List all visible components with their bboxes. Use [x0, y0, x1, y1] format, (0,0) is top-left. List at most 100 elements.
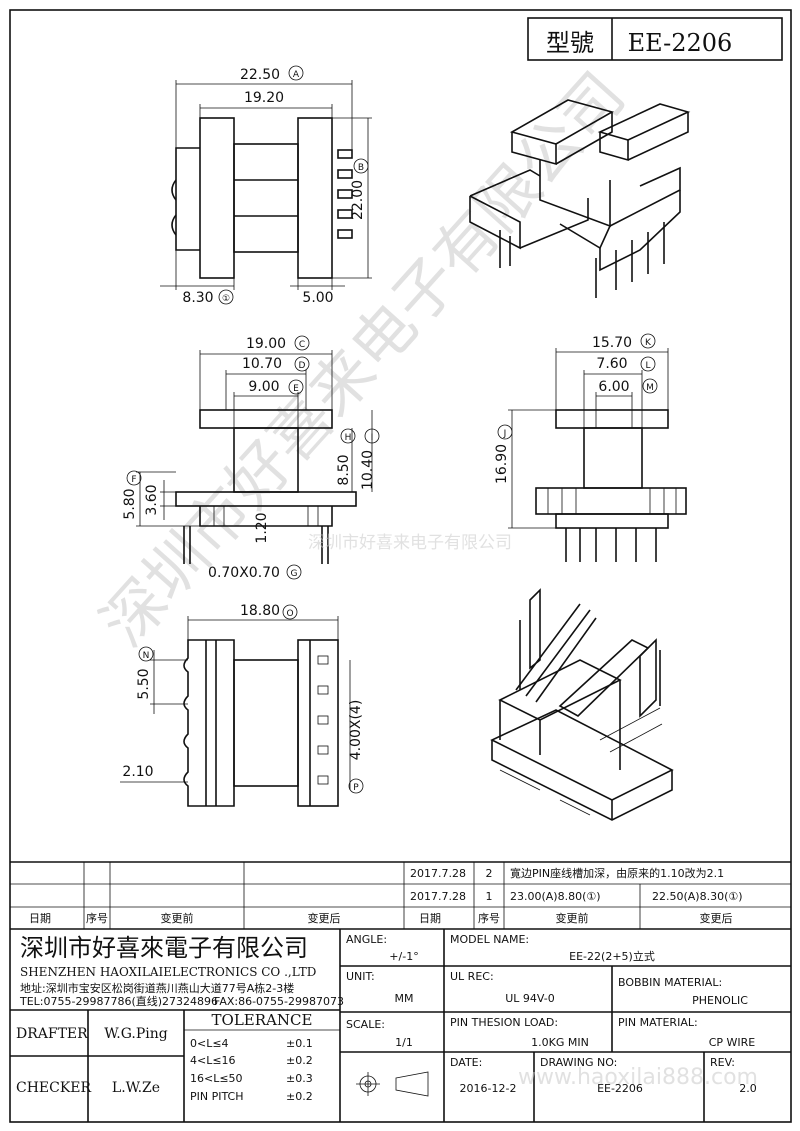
company-address: 地址:深圳市宝安区松岗街道燕川燕山大道77号A栋2-3楼	[20, 981, 294, 995]
isometric-view-bottom	[490, 588, 674, 821]
date-value: 2016-12-2	[460, 1082, 517, 1095]
dim-pin-square: 0.70X0.70	[208, 565, 280, 581]
dim-tag-g: G	[291, 569, 298, 579]
tolerance-range-3: 16<L≤50	[190, 1072, 243, 1085]
ul-value: UL 94V-0	[505, 992, 555, 1005]
dim-15-70: 15.70	[592, 335, 632, 351]
angle-label: ANGLE:	[346, 933, 387, 946]
dim-tag-k: K	[645, 338, 652, 348]
model-name-label: MODEL NAME:	[450, 933, 529, 946]
scale-label: SCALE:	[346, 1018, 385, 1031]
dim-overall-width: 22.50	[240, 67, 280, 83]
pin-load-label: PIN THESION LOAD:	[450, 1016, 558, 1029]
rev-header-date-2: 日期	[419, 912, 441, 925]
company-fax: FAX:86-0755-29987073	[214, 995, 344, 1008]
rev-header-after: 变更后	[308, 911, 341, 925]
dim-5-80: 5.80	[122, 488, 138, 519]
dim-6-00: 6.00	[598, 379, 629, 395]
front-view: 19.00 C 10.70 D 9.00 E 8.50 H 10.40 I 5.…	[122, 335, 380, 581]
side-view: 15.70 K 7.60 L 6.00 M 16.90 J	[494, 333, 687, 562]
model-header-box: 型號 EE-2206	[527, 17, 783, 61]
drawing-no-label: DRAWING NO:	[540, 1056, 617, 1069]
dim-tag-p: P	[353, 783, 359, 793]
dim-2-10: 2.10	[122, 764, 153, 780]
checker-label: CHECKER	[16, 1080, 92, 1096]
top-view: 22.50 A 19.20 22.00 B 8.30 ① 5.00	[160, 65, 372, 306]
dim-tag-i: I	[371, 433, 374, 443]
drafter-label: DRAFTER	[16, 1026, 88, 1042]
angle-value: +/-1°	[389, 950, 418, 963]
model-header-value: EE-2206	[628, 29, 733, 57]
dim-1-20: 1.20	[254, 512, 270, 543]
dim-height-b: 22.00	[350, 180, 366, 220]
dim-tag-e: E	[293, 384, 299, 394]
dim-tag-d: D	[299, 361, 306, 371]
dim-tag-n: N	[143, 651, 150, 661]
dim-inner-width: 19.20	[244, 90, 284, 106]
bobbin-material-label: BOBBIN MATERIAL:	[618, 976, 722, 989]
tolerance-range-1: 0<L≤4	[190, 1037, 229, 1050]
dim-right-5-00: 5.00	[302, 290, 333, 306]
checker-value: L.W.Ze	[112, 1080, 160, 1096]
dim-left-8-30: 8.30	[182, 290, 213, 306]
company-tel: TEL:0755-29987786(直线)27324896	[19, 994, 218, 1008]
rev-header-after-2: 变更后	[700, 911, 733, 925]
revision-1-date: 2017.7.28	[410, 890, 466, 903]
dim-19-00: 19.00	[246, 336, 286, 352]
revision-2-date: 2017.7.28	[410, 867, 466, 880]
rev-label: REV:	[710, 1056, 735, 1069]
dim-tag-f: F	[131, 475, 136, 485]
dim-18-80: 18.80	[240, 603, 280, 619]
company-name-en: SHENZHEN HAOXILAIELECTRONICS CO .,LTD	[20, 965, 316, 979]
rev-header-date: 日期	[29, 912, 51, 925]
dim-9-00: 9.00	[248, 379, 279, 395]
tolerance-range-2: 4<L≤16	[190, 1054, 236, 1067]
model-name-value: EE-22(2+5)立式	[569, 949, 655, 963]
dim-spacing: 4.00X(4)	[348, 700, 364, 761]
dim-7-60: 7.60	[596, 356, 627, 372]
tolerance-range-4: PIN PITCH	[190, 1090, 244, 1103]
dim-tag-h: H	[345, 433, 352, 443]
title-block: 深圳市好喜來電子有限公司 SHENZHEN HAOXILAIELECTRONIC…	[10, 929, 791, 1122]
isometric-view-top	[469, 99, 691, 298]
rev-header-before: 变更前	[161, 911, 194, 925]
tolerance-label: TOLERANCE	[212, 1011, 313, 1029]
dim-tag-o: O	[286, 609, 293, 619]
drafter-value: W.G.Ping	[104, 1026, 167, 1042]
pin-material-label: PIN MATERIAL:	[618, 1016, 698, 1029]
ul-label: UL REC:	[450, 970, 494, 983]
revision-2-no: 2	[486, 867, 493, 880]
tolerance-value-1: ±0.1	[286, 1037, 313, 1050]
bobbin-material-value: PHENOLIC	[692, 994, 748, 1007]
dim-8-50: 8.50	[336, 454, 352, 485]
rev-value: 2.0	[739, 1082, 757, 1095]
watermark-site: www.haoxilai888.com	[518, 1065, 758, 1090]
pin-material-value: CP WIRE	[709, 1036, 756, 1049]
dim-tag-a: A	[293, 70, 300, 80]
date-label: DATE:	[450, 1056, 482, 1069]
rev-header-before-2: 变更前	[556, 911, 589, 925]
revision-1-before: 23.00(A)8.80(①)	[510, 890, 601, 903]
watermark-line: 深圳市好喜来电子有限公司	[308, 533, 512, 553]
dim-3-60: 3.60	[144, 484, 160, 515]
rev-header-no: 序号	[86, 911, 108, 925]
projection-symbol	[356, 1071, 429, 1097]
dim-10-40: 10.40	[360, 450, 376, 490]
tolerance-value-4: ±0.2	[286, 1090, 313, 1103]
revision-1-no: 1	[486, 890, 493, 903]
dim-tag-c: C	[299, 340, 305, 350]
dim-tag-m: M	[646, 383, 654, 393]
dim-10-70: 10.70	[242, 356, 282, 372]
tolerance-value-3: ±0.3	[286, 1072, 313, 1085]
tolerance-value-2: ±0.2	[286, 1054, 313, 1067]
unit-value: MM	[395, 992, 414, 1005]
company-name-cn: 深圳市好喜來電子有限公司	[20, 934, 308, 962]
dim-tag-1: ①	[222, 294, 230, 304]
revision-table: 2017.7.28 2 寛边PIN座线槽加深，由原来的1.10改为2.1 201…	[10, 861, 791, 930]
dim-tag-b: B	[358, 163, 364, 173]
dim-16-90: 16.90	[494, 444, 510, 484]
drawing-frame	[9, 9, 792, 1123]
dim-tag-j: J	[503, 429, 507, 439]
scale-value: 1/1	[395, 1036, 413, 1049]
